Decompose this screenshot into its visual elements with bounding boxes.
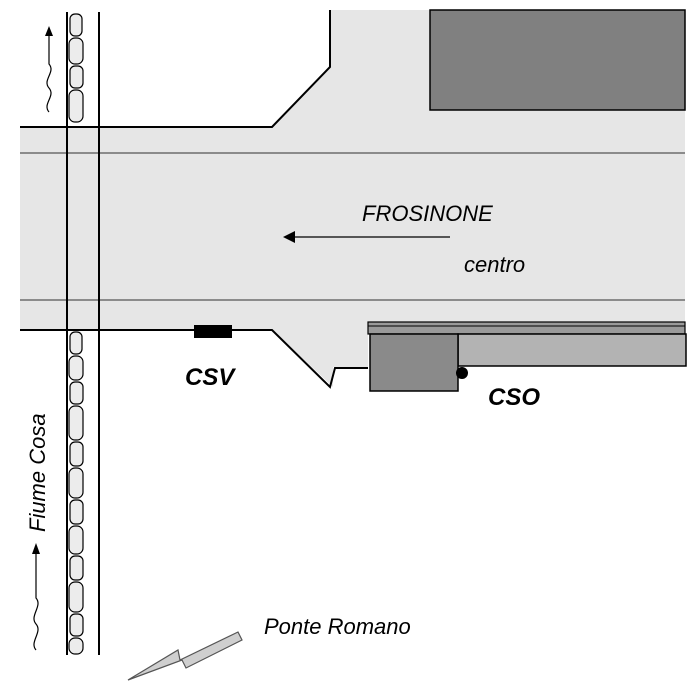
- river-label: Fiume Cosa: [25, 413, 50, 532]
- city-sub-label: centro: [464, 252, 525, 277]
- station-csv-marker[interactable]: [194, 325, 232, 338]
- river-stones-bottom: [68, 331, 84, 655]
- bridge-label: Ponte Romano: [264, 614, 411, 639]
- road-edge-bottom: [20, 329, 368, 389]
- building-lower-right: [367, 321, 687, 392]
- dot-icon[interactable]: [456, 367, 468, 379]
- station-cso-label: CSO: [488, 384, 540, 411]
- city-label: FROSINONE: [362, 201, 493, 226]
- bridge-arrow-icon: [127, 631, 243, 681]
- river: [32, 12, 100, 655]
- arrow-left-icon: [283, 231, 450, 243]
- building-roof-strip: [367, 321, 686, 335]
- arrow-up-icon: [45, 26, 53, 113]
- building-top-right: [429, 9, 686, 111]
- building-long-wing: [457, 333, 687, 367]
- arrow-up-icon: [32, 543, 40, 651]
- building-block: [369, 333, 459, 392]
- station-csv-label: CSV: [185, 364, 236, 391]
- river-stones-top: [68, 13, 84, 123]
- road-edge-top: [20, 10, 331, 128]
